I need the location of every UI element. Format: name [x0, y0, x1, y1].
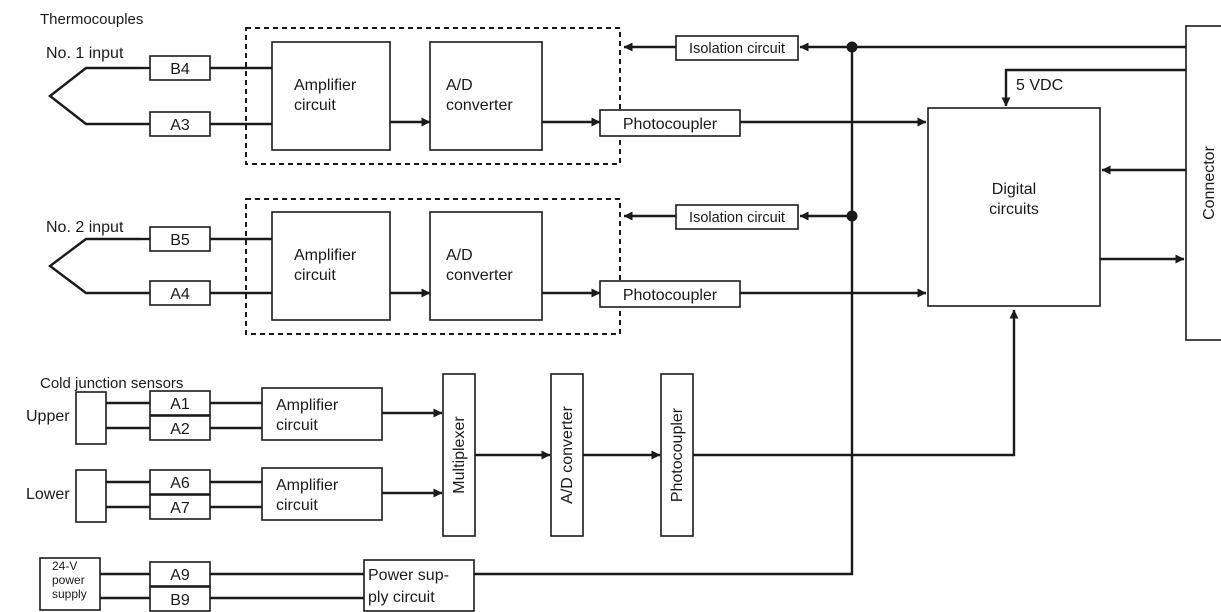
- thermocouples-heading: Thermocouples: [40, 11, 143, 28]
- amplifier-2-label-line2: circuit: [294, 267, 336, 284]
- multiplexer-block: [442, 373, 476, 537]
- bus-junction-middle: [846, 210, 858, 222]
- terminal-a6-label: A6: [170, 475, 190, 492]
- amplifier-circuit-upper: [261, 387, 383, 441]
- lower-label: Lower: [26, 486, 70, 503]
- ad-converter-2: [429, 211, 543, 321]
- wire-lower-terminals: [106, 480, 150, 509]
- amplifier-lower-label-line2: circuit: [276, 497, 318, 514]
- terminal-a1-label: A1: [170, 396, 190, 413]
- wire-upper-terminals: [106, 401, 150, 430]
- isolation-circuit-2: [675, 204, 799, 230]
- photocoupler-1-label: Photocoupler: [623, 116, 718, 133]
- amplifier-2-label-line1: Amplifier: [294, 247, 357, 264]
- isolated-region-1: [245, 27, 621, 165]
- terminal-b4-label: B4: [170, 61, 190, 78]
- power-supply-circuit: [363, 559, 475, 612]
- wire-upper-amp: [210, 401, 262, 430]
- power-label-line2: power: [52, 573, 85, 587]
- ad-converter-cj-label: A/D converter: [559, 405, 576, 503]
- connector-label: Connector: [1201, 145, 1218, 219]
- photocoupler-2-label: Photocoupler: [623, 287, 718, 304]
- photocoupler-cj-label: Photocoupler: [669, 407, 686, 502]
- lower-sensor: [75, 469, 107, 523]
- amplifier-lower-label-line1: Amplifier: [276, 477, 339, 494]
- digital-circuits-block: [927, 107, 1101, 307]
- terminal-a4-label: A4: [170, 286, 190, 303]
- ad-converter-1-label-line2: converter: [446, 97, 513, 114]
- wire-lower-amp: [210, 480, 262, 509]
- ad-converter-2-label-line1: A/D: [446, 247, 473, 264]
- amplifier-upper-label-line1: Amplifier: [276, 397, 339, 414]
- terminal-a2: [149, 415, 211, 441]
- upper-label: Upper: [26, 408, 70, 425]
- terminal-a4: [149, 280, 211, 306]
- upper-sensor: [75, 391, 107, 445]
- amplifier-1-label-line2: circuit: [294, 97, 336, 114]
- cold-junction-heading: Cold junction sensors: [40, 375, 183, 392]
- terminal-a9-label: A9: [170, 567, 190, 584]
- terminal-a2-label: A2: [170, 421, 190, 438]
- power-supply-label-line1: Power sup-: [368, 567, 449, 584]
- power-supply-source: [39, 557, 101, 611]
- multiplexer-label: Multiplexer: [451, 416, 468, 494]
- photocoupler-1: [599, 109, 741, 137]
- power-bus-line: [474, 47, 854, 576]
- terminal-b9-label: B9: [170, 592, 190, 609]
- wire-power-terminals: [100, 572, 150, 600]
- ad-converter-1: [429, 41, 543, 151]
- terminal-a7: [149, 494, 211, 520]
- connector-block: [1185, 25, 1221, 341]
- digital-label-line1: Digital: [992, 181, 1036, 198]
- terminal-a1: [149, 390, 211, 416]
- power-label-line3: supply: [52, 587, 87, 601]
- power-supply-label-line2: ply circuit: [368, 589, 435, 606]
- terminal-b5-label: B5: [170, 232, 190, 249]
- arrow-photo-cj-digital: [693, 309, 1019, 457]
- terminal-a3: [149, 111, 211, 137]
- amplifier-circuit-2: [271, 211, 391, 321]
- ad-converter-2-label-line2: converter: [446, 267, 513, 284]
- vdc-label: 5 VDC: [1016, 77, 1063, 94]
- isolation-circuit-1-label: Isolation circuit: [689, 41, 785, 57]
- isolated-region-2: [245, 198, 621, 335]
- thermocouple-2-symbol: [48, 237, 150, 295]
- amplifier-1-label-line1: Amplifier: [294, 77, 357, 94]
- digital-label-line2: circuits: [989, 201, 1039, 218]
- no1-input-label: No. 1 input: [46, 45, 124, 62]
- photocoupler-cj: [660, 373, 694, 537]
- photocoupler-2: [599, 280, 741, 308]
- wire-terminals-psu: [210, 572, 364, 600]
- amplifier-circuit-lower: [261, 467, 383, 521]
- terminal-a3-label: A3: [170, 117, 190, 134]
- terminal-a7-label: A7: [170, 500, 190, 517]
- terminal-a6: [149, 469, 211, 495]
- ad-converter-1-label-line1: A/D: [446, 77, 473, 94]
- amplifier-circuit-1: [271, 41, 391, 151]
- amplifier-upper-label-line2: circuit: [276, 417, 318, 434]
- bus-junction-top: [846, 41, 858, 53]
- no2-input-label: No. 2 input: [46, 219, 124, 236]
- power-label-line1: 24-V: [52, 559, 77, 573]
- isolation-circuit-2-label: Isolation circuit: [689, 210, 785, 226]
- ad-converter-cj: [550, 373, 584, 537]
- thermocouple-1-symbol: [48, 66, 150, 126]
- terminal-b5: [149, 226, 211, 252]
- arrow-5vdc: [1001, 68, 1186, 107]
- terminal-a9: [149, 561, 211, 587]
